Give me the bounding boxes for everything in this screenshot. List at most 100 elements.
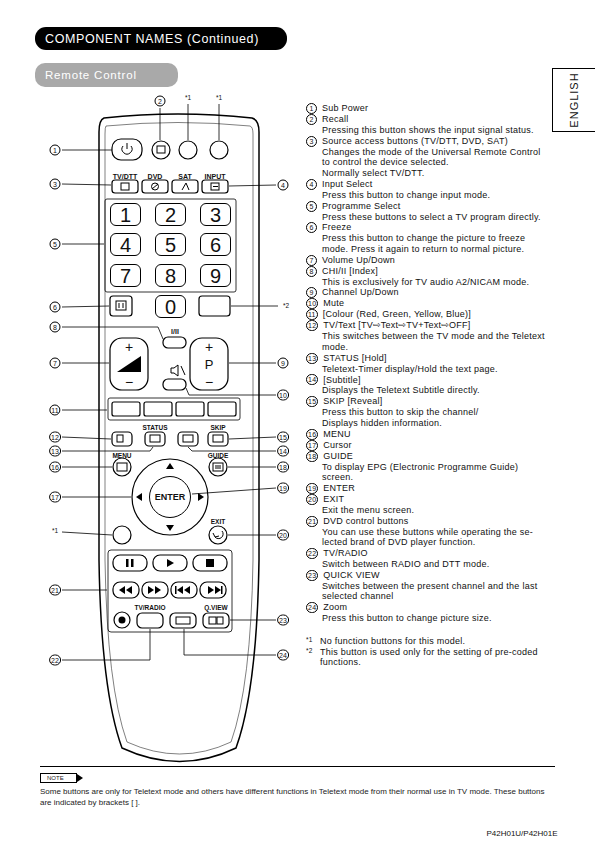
leader-line bbox=[231, 306, 278, 307]
item-head: 6 Freeze bbox=[306, 222, 548, 233]
list-item: 17Cursor bbox=[306, 440, 548, 451]
remote-button bbox=[137, 613, 163, 628]
leader-line bbox=[62, 104, 278, 660]
callout-number: 1 bbox=[50, 145, 61, 156]
part-name: Programme Select bbox=[322, 201, 401, 212]
button-icon bbox=[119, 617, 126, 624]
button-text: 9 bbox=[210, 266, 221, 286]
callout-number: 6 bbox=[306, 222, 317, 233]
button-text: 6 bbox=[210, 235, 221, 255]
button-icon bbox=[116, 301, 126, 310]
remote-button bbox=[163, 337, 186, 348]
item-head: 16MENU bbox=[306, 429, 548, 440]
title-band: COMPONENT NAMES (Continued) bbox=[35, 27, 287, 50]
callout-number: 18 bbox=[277, 462, 289, 473]
remote-button bbox=[144, 402, 172, 416]
list-item: 1Sub Power bbox=[306, 103, 548, 114]
list-item: 23QUICK VIEWSwitches between the present… bbox=[306, 570, 548, 602]
part-name: Input Select bbox=[322, 179, 373, 190]
callout-number: 14 bbox=[277, 446, 289, 457]
part-name: CHI/II [Index] bbox=[322, 266, 378, 277]
part-name: Freeze bbox=[322, 222, 352, 233]
leader-line bbox=[62, 437, 111, 439]
button-label: GUIDE bbox=[208, 453, 229, 460]
note-box: NOTESome buttons are only for Teletext m… bbox=[40, 766, 555, 808]
remote-button bbox=[112, 432, 132, 446]
list-item: 22TV/RADIOSwitch between RADIO and DTT m… bbox=[306, 548, 548, 570]
part-description: Exit the menu screen. bbox=[306, 505, 548, 516]
section-tab: Remote Control bbox=[35, 63, 178, 87]
item-head: 9Channel Up/Down bbox=[306, 287, 548, 298]
list-item: 4Input SelectPress this button to change… bbox=[306, 179, 548, 201]
button-icon bbox=[117, 356, 141, 372]
button-icon bbox=[167, 559, 174, 567]
button-label: + bbox=[125, 340, 133, 354]
button-text: ENTER bbox=[155, 492, 186, 502]
button-icon bbox=[127, 143, 128, 149]
button-icon bbox=[117, 435, 123, 442]
list-item: 13STATUS [Hold]Teletext-Timer display/Ho… bbox=[306, 353, 548, 375]
remote-button bbox=[153, 555, 187, 571]
remote-body bbox=[99, 114, 259, 762]
callout-number: 5 bbox=[50, 239, 61, 250]
button-icon bbox=[215, 466, 221, 468]
callout-number: 16 bbox=[306, 429, 318, 440]
part-description: Press this button to change picture size… bbox=[306, 613, 548, 624]
button-group-frame bbox=[108, 398, 240, 420]
leader-line bbox=[229, 437, 276, 439]
footnote-text: No function buttons for this model. bbox=[320, 636, 465, 647]
button-label: − bbox=[125, 375, 133, 389]
key-button: 7 bbox=[110, 264, 141, 287]
callout-number: 17 bbox=[306, 440, 318, 451]
remote-button bbox=[171, 582, 197, 598]
button-icon bbox=[155, 586, 161, 594]
item-head: 18GUIDE bbox=[306, 451, 548, 462]
button-icon bbox=[182, 183, 189, 190]
button-label: DVD bbox=[148, 173, 163, 180]
remote-body bbox=[99, 114, 259, 762]
item-head: 2Recall bbox=[306, 114, 548, 125]
button-label: I/II bbox=[171, 328, 179, 335]
callout-number: 9 bbox=[278, 358, 289, 369]
remote-button bbox=[112, 180, 138, 193]
part-name: Mute bbox=[323, 298, 344, 309]
button-text: 7 bbox=[120, 266, 131, 286]
list-item: 11[Colour (Red, Green, Yellow, Blue)] bbox=[306, 309, 548, 320]
note-tag-row: NOTE bbox=[40, 772, 555, 786]
button-icon bbox=[213, 463, 223, 471]
item-head: 4Input Select bbox=[306, 179, 548, 190]
list-item: 6FreezePress this button to change the p… bbox=[306, 222, 548, 254]
button-icon bbox=[215, 531, 223, 539]
part-description: Teletext-Timer display/Hold the text pag… bbox=[306, 364, 548, 375]
part-name: [Subtitle] bbox=[323, 375, 361, 386]
list-item: 18GUIDETo display EPG (Electronic Progra… bbox=[306, 451, 548, 483]
leader-line bbox=[62, 327, 163, 339]
item-head: 15SKIP [Reveal] bbox=[306, 396, 548, 407]
leader-line bbox=[62, 410, 107, 411]
item-head: 12TV/Text [TV⇨Text⇨TV+Text⇨OFF] bbox=[306, 320, 548, 331]
note-text: Some buttons are only for Teletext mode … bbox=[40, 786, 555, 808]
part-name: Channel Up/Down bbox=[322, 287, 399, 298]
key-button: 5 bbox=[155, 233, 186, 256]
item-head: 21DVD control buttons bbox=[306, 516, 548, 527]
callout-number: 24 bbox=[277, 650, 289, 661]
part-description: Pressing this button shows the input sig… bbox=[306, 125, 548, 136]
part-description: Switch between RADIO and DTT mode. bbox=[306, 559, 548, 570]
callout-number: 12 bbox=[49, 432, 61, 443]
button-icon bbox=[150, 435, 160, 442]
remote-button bbox=[113, 526, 131, 544]
callout-number: 20 bbox=[277, 530, 289, 541]
part-name: ENTER bbox=[323, 483, 355, 494]
item-head: 20EXIT bbox=[306, 494, 548, 505]
callout-number: 15 bbox=[277, 432, 289, 443]
button-icon bbox=[152, 184, 158, 189]
callout-number: 10 bbox=[306, 298, 318, 309]
item-head: 23QUICK VIEW bbox=[306, 570, 548, 581]
button-group-frame bbox=[105, 199, 240, 632]
part-name: SKIP [Reveal] bbox=[323, 396, 382, 407]
remote-button bbox=[209, 458, 227, 476]
button-icon bbox=[221, 586, 223, 594]
item-head: 5Programme Select bbox=[306, 201, 548, 212]
key-button: 3 bbox=[200, 203, 231, 226]
leader-line bbox=[230, 620, 276, 621]
